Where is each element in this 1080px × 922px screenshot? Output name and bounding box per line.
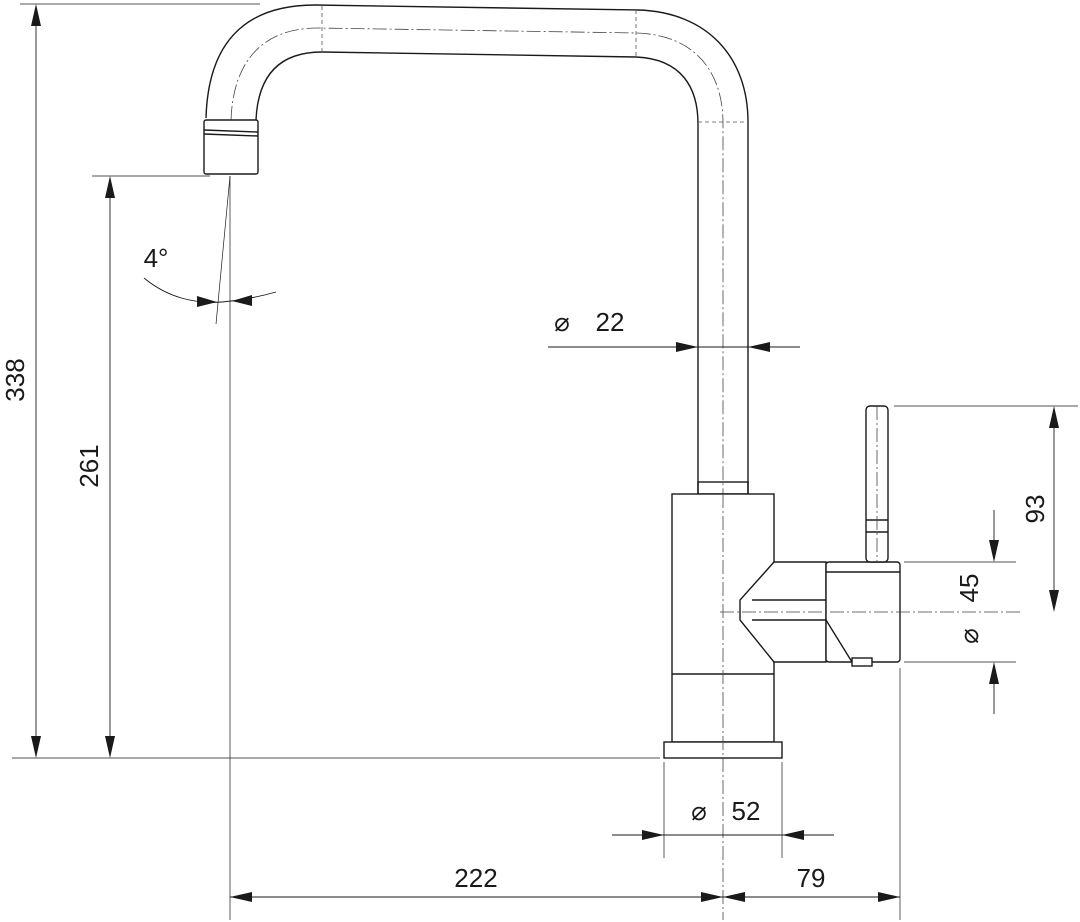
aerator-ring [203, 129, 259, 133]
spout-centerline [230, 27, 724, 494]
dim-handle-diameter-arrow-bottom [989, 662, 999, 684]
dim-total-height-arrow-top [31, 4, 41, 26]
label-handle-diameter-symbol: ⌀ [954, 628, 984, 644]
dim-angle-arrow-right [232, 295, 252, 306]
centerlines [720, 406, 1020, 920]
label-base-diameter-symbol: ⌀ [691, 796, 707, 826]
dim-spout-diameter-arrow-right [748, 342, 770, 352]
spout-outer-edge [205, 4, 749, 494]
ext-stream-tilted [215, 175, 231, 325]
dimension-labels: 338 261 4° ⌀ 22 93 ⌀ 45 ⌀ 52 222 79 [0, 243, 1050, 893]
dimension-lines [31, 4, 1059, 902]
label-total-height: 338 [0, 358, 30, 401]
label-lever-height: 93 [1020, 495, 1050, 524]
label-spout-height: 261 [74, 444, 104, 487]
extension-lines [12, 3, 1078, 920]
dim-lever-offset-arrow-right [878, 892, 900, 902]
dim-angle-arrow-left [197, 296, 217, 307]
dim-total-height-arrow-bottom [31, 736, 41, 758]
label-spout-reach: 222 [454, 863, 497, 893]
label-spout-diameter: 22 [596, 307, 625, 337]
label-lever-offset: 79 [797, 863, 826, 893]
label-spout-angle: 4° [144, 243, 169, 273]
dim-base-diameter-arrow-right [782, 830, 804, 840]
dim-spout-height-arrow-bottom [105, 736, 115, 758]
dim-spout-height-arrow-top [105, 176, 115, 198]
handle-chamfer [825, 619, 853, 663]
aerator [203, 119, 259, 175]
dim-reach-arrow-left [230, 892, 252, 902]
aerator-ring-2 [203, 133, 259, 137]
dim-handle-diameter-arrow-top [989, 540, 999, 562]
faucet-outline [203, 4, 901, 759]
handle-stopper [851, 657, 873, 667]
dim-lever-offset-arrow-left [723, 892, 745, 902]
dim-lever-height-arrow-bottom [1049, 590, 1059, 612]
dim-spout-diameter-arrow-left [676, 342, 698, 352]
dim-base-diameter-arrow-left [642, 830, 664, 840]
dim-angle-arc [143, 277, 277, 303]
spout-inner-edge [255, 51, 699, 494]
dim-lever-height-arrow-top [1049, 406, 1059, 428]
label-spout-diameter-symbol: ⌀ [554, 307, 570, 337]
label-base-diameter: 52 [732, 796, 761, 826]
label-handle-diameter: 45 [954, 574, 984, 603]
dim-reach-arrow-right [701, 892, 723, 902]
